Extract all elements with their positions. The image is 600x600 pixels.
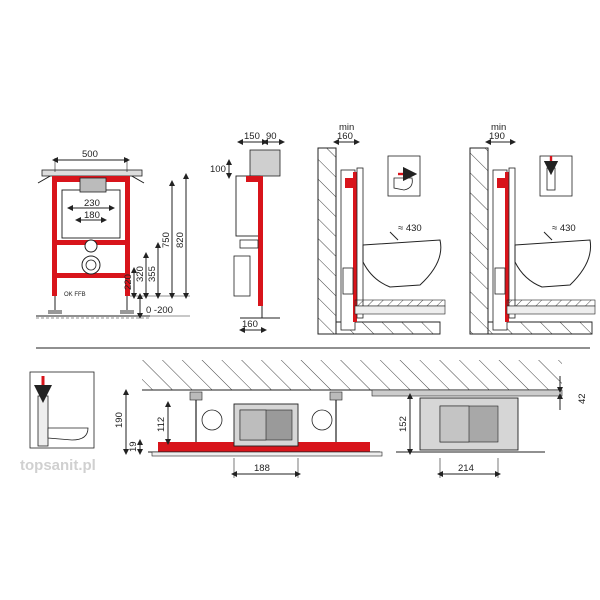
watermark: topsanit.pl (20, 457, 96, 474)
min-label-b: min (491, 122, 506, 133)
install-view-b: min 190 ≈ 430 (469, 122, 596, 335)
bowl-height-b: ≈ 430 (552, 223, 576, 234)
dim-180: 180 (84, 210, 100, 221)
install-view-a: min 160 ≈ 430 (317, 122, 446, 335)
dim-19: 19 (128, 441, 139, 452)
min-value-a: 160 (337, 131, 353, 142)
dim-750: 750 (161, 232, 172, 248)
dim-220: 220 (123, 274, 134, 290)
dim-214: 214 (458, 463, 474, 474)
dim-leg-range: 0 -200 (146, 305, 173, 316)
dim-190-section: 190 (114, 412, 125, 428)
dim-355: 355 (147, 266, 158, 282)
dim-90: 90 (266, 131, 277, 142)
dim-320: 320 (135, 266, 146, 282)
dim-42: 42 (577, 393, 588, 404)
dim-150: 150 (244, 131, 260, 142)
min-value-b: 190 (489, 131, 505, 142)
dim-112: 112 (156, 417, 167, 432)
dim-230: 230 (84, 198, 100, 209)
side-view: 150 90 100 160 (210, 131, 285, 333)
svg-text:OK FFB: OK FFB (64, 292, 86, 298)
section-view: topsanit.pl 190 112 19 188 (20, 360, 588, 478)
dim-820: 820 (175, 232, 186, 248)
dim-100: 100 (210, 164, 226, 175)
dim-152: 152 (398, 416, 409, 432)
min-label-a: min (339, 122, 354, 133)
front-view: OK FFB 500 230 180 820 750 355 320 220 0… (36, 149, 190, 319)
dim-160-side: 160 (242, 319, 258, 330)
dim-188: 188 (254, 463, 270, 474)
dim-500: 500 (82, 149, 98, 160)
bowl-height-a: ≈ 430 (398, 223, 422, 234)
